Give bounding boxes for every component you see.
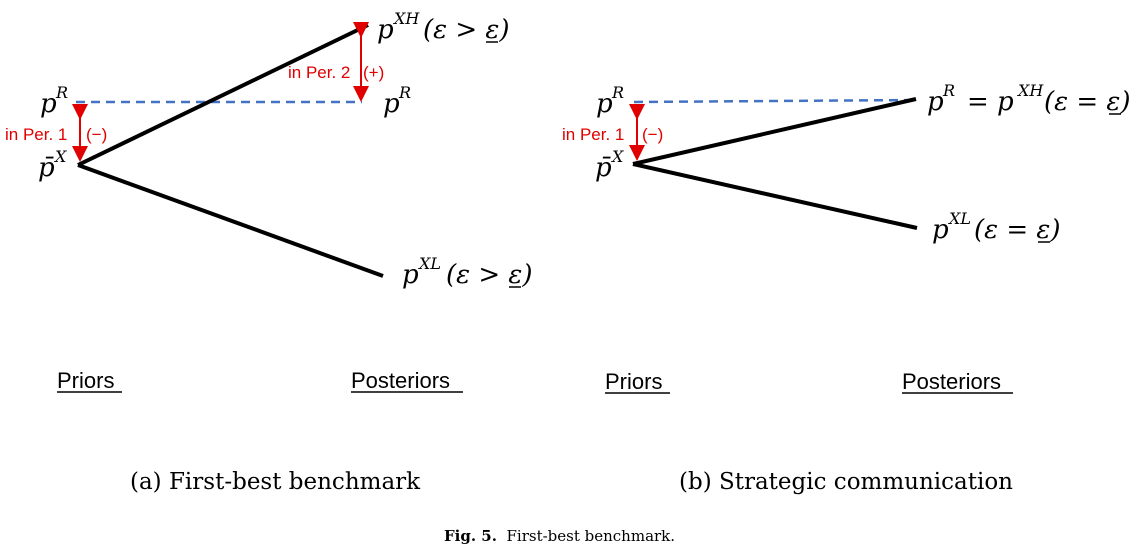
panel-a-pR-right-sup: R bbox=[398, 83, 411, 102]
panel-a-upper-branch bbox=[77, 23, 369, 167]
panel-b-posteriors-label: Posteriors bbox=[902, 369, 1001, 394]
panel-a-per1-sign: (−) bbox=[86, 125, 107, 144]
panel-b-pR-left-sup: R bbox=[611, 83, 624, 102]
panel-b-caption: (b) Strategic communication bbox=[679, 469, 1013, 495]
panel-a-pXH: p bbox=[377, 15, 394, 45]
panel-a-pbarX-sup: X bbox=[53, 147, 67, 166]
panel-b-per1-sign: (−) bbox=[642, 125, 663, 144]
panel-a: in Per. 1 (−) in Per. 2 (+) p R p̄ X p X… bbox=[5, 9, 533, 393]
panel-b-pR-right-sup: R bbox=[942, 81, 955, 100]
panel-a-pR-left-sup: R bbox=[55, 83, 68, 102]
panel-b-upper-branch bbox=[632, 97, 917, 166]
panel-b-pbarX: p̄ bbox=[595, 153, 612, 183]
panel-a-pXL-sup: XL bbox=[417, 254, 441, 273]
panel-b-pR-left: p bbox=[596, 89, 613, 119]
figure-title: First-best benchmark. bbox=[506, 527, 676, 545]
panel-b-priors-label: Priors bbox=[605, 369, 662, 394]
panel-b-per1-label: in Per. 1 bbox=[562, 125, 624, 144]
panel-b-lower-branch bbox=[632, 162, 918, 230]
panel-a-pR-left: p bbox=[40, 89, 57, 119]
figure-number: Fig. 5. bbox=[444, 527, 497, 545]
figure-caption: Fig. 5. First-best benchmark. bbox=[444, 527, 675, 545]
panel-b-pR-right: p bbox=[927, 87, 944, 117]
panel-a-pXL-cond: (ε > ε) bbox=[446, 260, 533, 290]
panel-b-eq-pXH-cond: (ε = ε) bbox=[1044, 87, 1131, 117]
panel-a-pXL: p bbox=[402, 260, 419, 290]
panel-a-priors-label: Priors bbox=[57, 368, 114, 393]
panel-b-eq-pXH-sup: XH bbox=[1016, 81, 1044, 100]
panel-a-posteriors-label: Posteriors bbox=[351, 368, 450, 393]
panel-b-pXL: p bbox=[932, 215, 949, 245]
panel-a-caption: (a) First-best benchmark bbox=[130, 469, 421, 495]
panel-b: in Per. 1 (−) p R p̄ X p R = p XH (ε = ε… bbox=[562, 81, 1131, 394]
panel-a-pXH-sup: XH bbox=[392, 9, 420, 28]
panel-a-pbarX: p̄ bbox=[38, 153, 55, 183]
panel-a-pR-right: p bbox=[383, 89, 400, 119]
panel-b-pXL-sup: XL bbox=[947, 209, 971, 228]
panel-b-dashed-pR-line bbox=[633, 98, 917, 104]
panel-a-pXH-cond: (ε > ε) bbox=[423, 15, 510, 45]
panel-b-pbarX-sup: X bbox=[610, 147, 624, 166]
panel-a-per1-label: in Per. 1 bbox=[5, 125, 67, 144]
panel-a-lower-branch bbox=[77, 163, 384, 278]
panel-b-pXL-cond: (ε = ε) bbox=[974, 215, 1061, 245]
panel-a-per2-sign: (+) bbox=[363, 63, 384, 82]
panel-b-eq-pXH: = p bbox=[967, 87, 1014, 117]
panel-a-per2-label: in Per. 2 bbox=[288, 63, 350, 82]
